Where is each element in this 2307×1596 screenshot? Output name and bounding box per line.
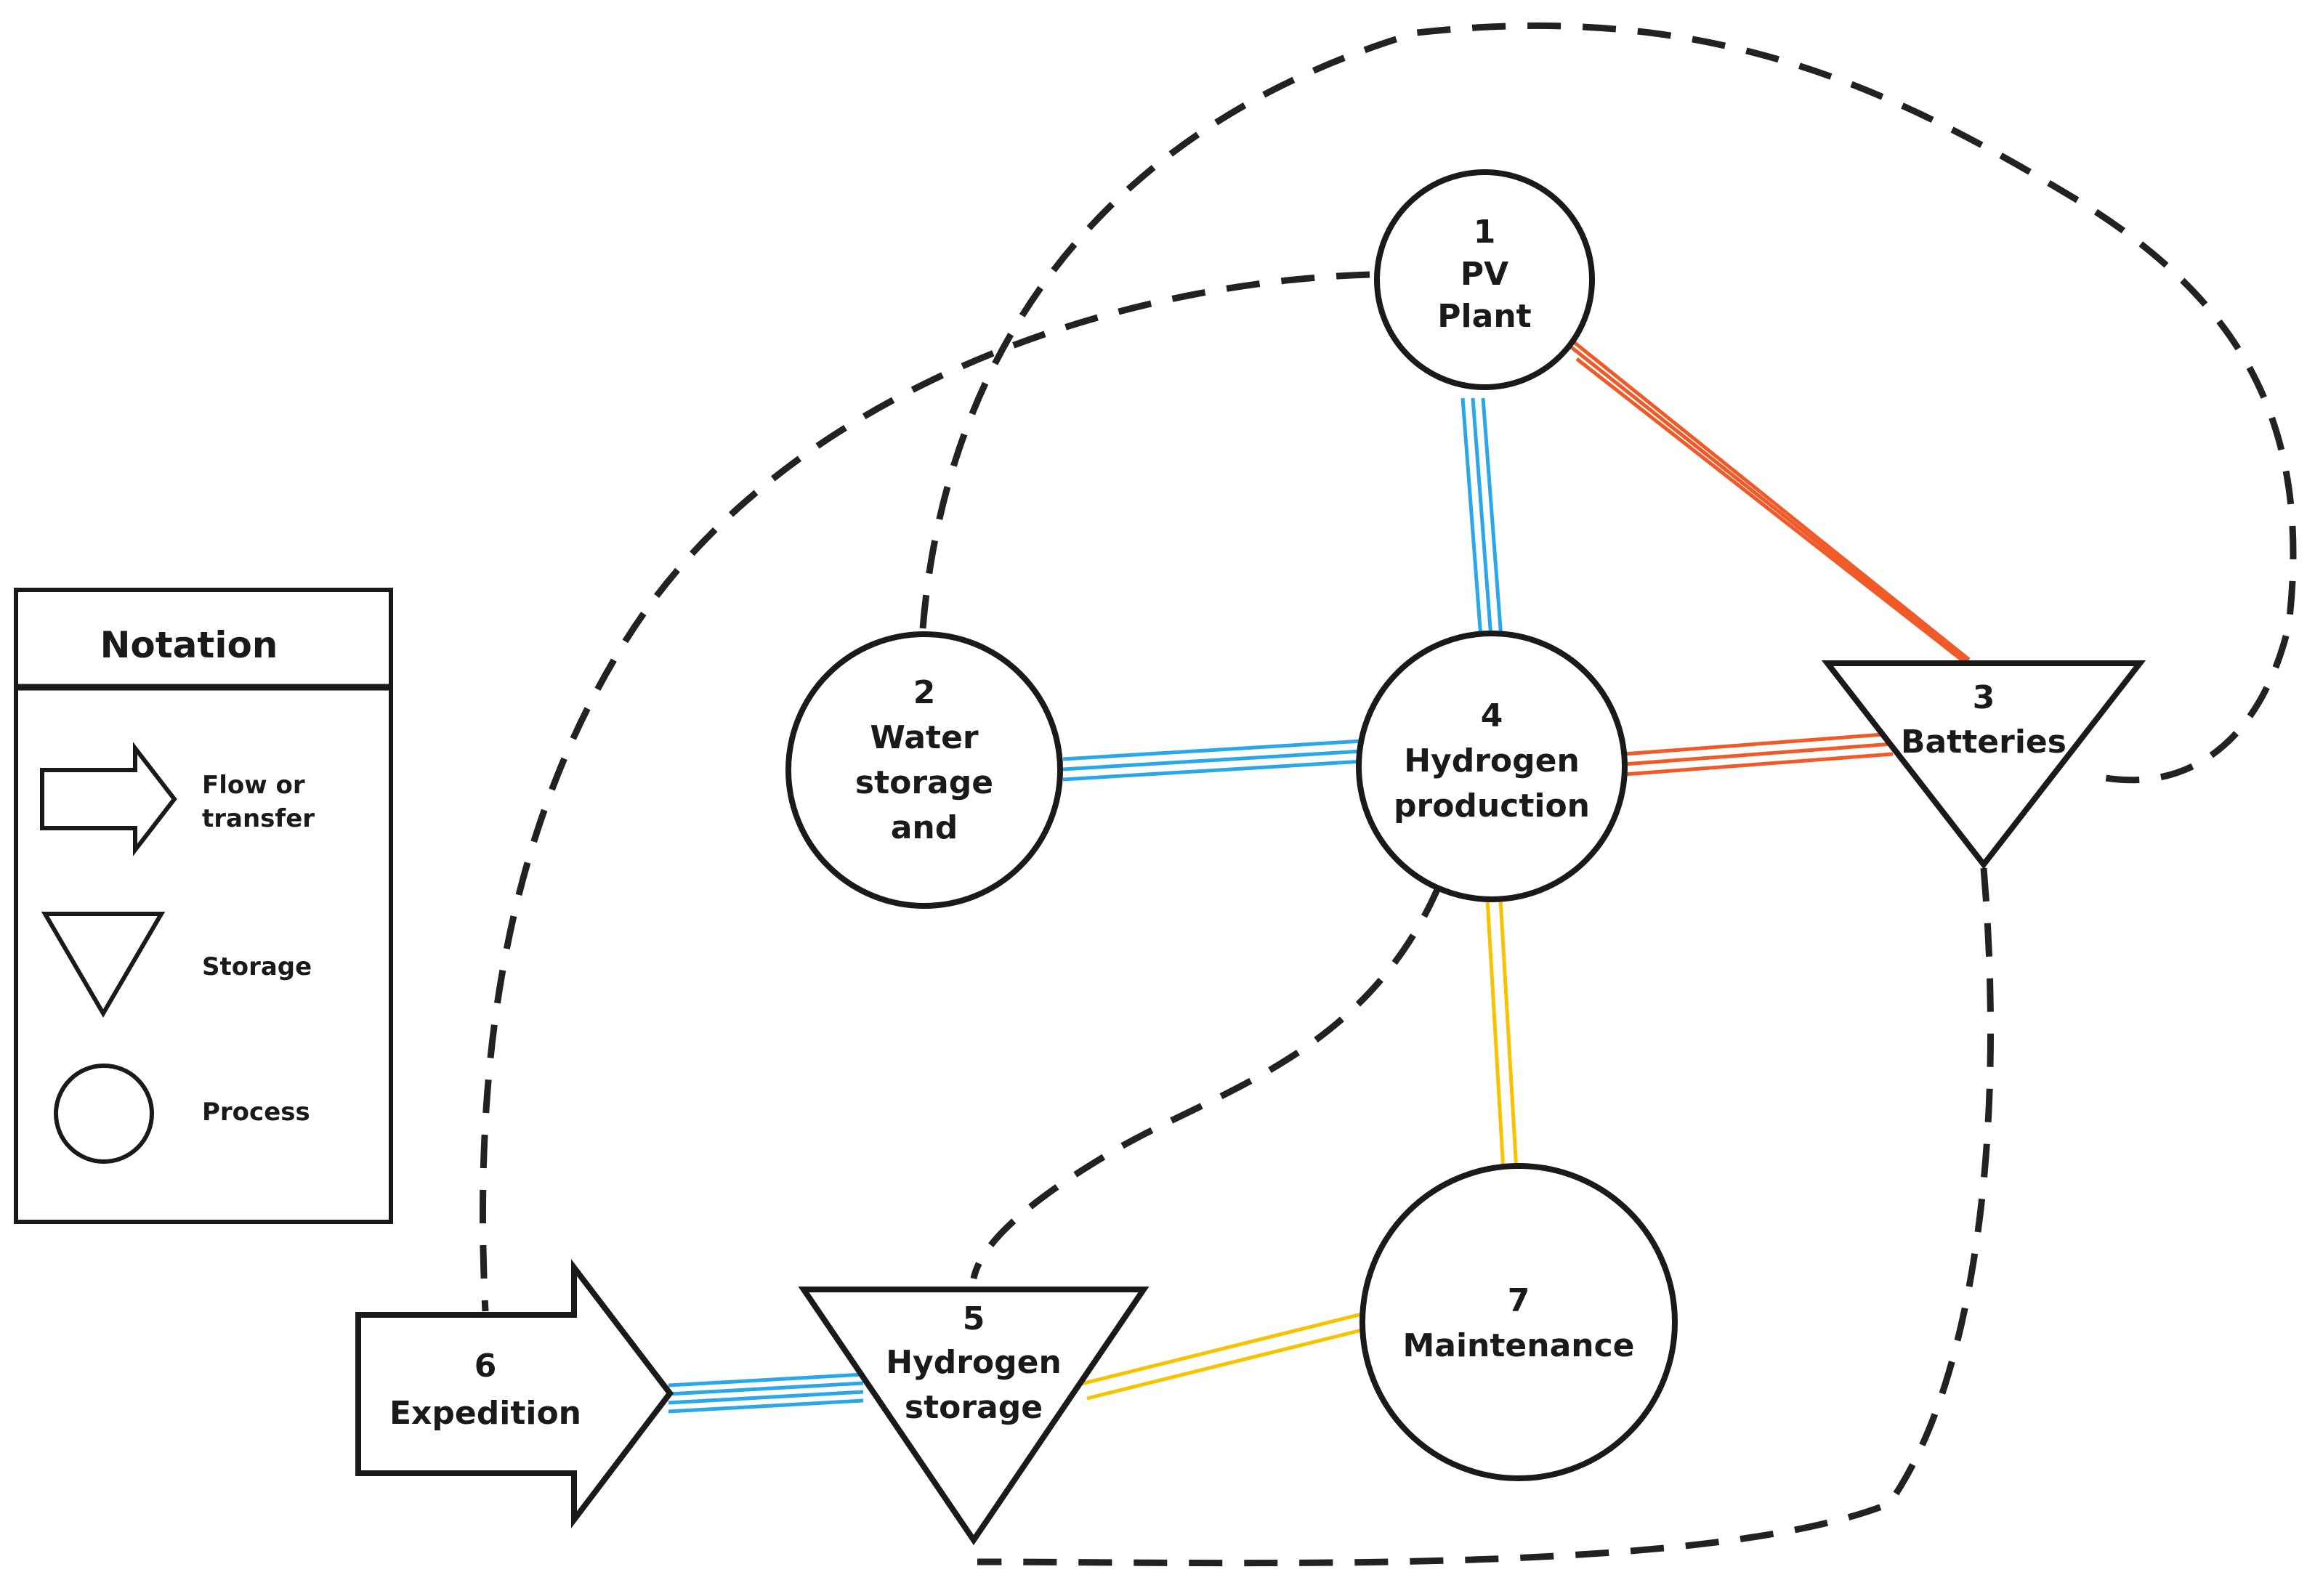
legend-flow-arrow-icon [40,742,177,856]
expedition-label: Expedition [389,1395,581,1432]
dashed-link-batteries-h2storage [977,867,1994,1567]
flow-maintenance-h2storage [1080,1311,1371,1401]
flow-pv-h2prod [1460,397,1503,639]
control-links [479,22,2297,1567]
expedition-num: 6 [474,1348,497,1385]
legend-process-circle-icon [54,1064,154,1164]
maintenance-num: 7 [1508,1282,1530,1319]
dashed-link-outer-loop [919,22,2297,784]
flow-h2prod-batteries [1623,732,1894,777]
h2storage-label-1: Hydrogen [886,1344,1062,1381]
water-label-3: and [891,809,958,846]
node-water-storage-circle [785,631,1063,909]
water-num: 2 [913,674,936,711]
h2prod-label-2: production [1394,787,1590,825]
h2storage-num: 5 [963,1300,985,1337]
dashed-link-h2prod-h2storage [970,885,1442,1280]
water-label-1: Water [870,719,979,756]
legend-title: Notation [100,624,278,666]
nodes [355,169,2146,1546]
legend-flow-label-2: transfer [202,804,315,833]
node-labels: 1 PV Plant 2 Water storage and 3 Batteri… [389,214,2066,1432]
batteries-label: Batteries [1901,724,2066,761]
node-maintenance-circle [1359,1163,1678,1481]
flow-expedition-h2storage [668,1372,864,1414]
notation-legend: Notation Flow or transfer Storage Proces… [14,588,393,1224]
flow-water-h2prod [1062,739,1363,782]
h2prod-label-1: Hydrogen [1404,742,1580,779]
pv-label-1: PV [1460,256,1508,293]
batteries-num: 3 [1973,679,1995,716]
legend-process-label: Process [202,1098,310,1127]
node-pv-plant-circle [1374,169,1595,390]
flow-h2prod-maintenance [1485,899,1519,1183]
flow-pv-batteries [1561,331,1985,678]
h2storage-label-2: storage [905,1389,1043,1426]
legend-flow-label-1: Flow or [202,771,305,800]
node-batteries-triangle [1821,660,2146,870]
pv-num: 1 [1474,214,1496,251]
node-h2-storage-triangle [798,1287,1150,1546]
maintenance-label: Maintenance [1402,1327,1634,1364]
node-expedition-arrow [355,1259,674,1528]
water-label-2: storage [855,764,993,801]
legend-storage-triangle-icon [41,912,166,1018]
flow-lines [668,331,1985,1414]
legend-storage-label: Storage [202,952,312,981]
h2prod-num: 4 [1481,697,1503,734]
dashed-link-pv-expedition [479,271,1370,1312]
pv-label-2: Plant [1437,298,1531,335]
node-h2-production-circle [1356,631,1628,902]
